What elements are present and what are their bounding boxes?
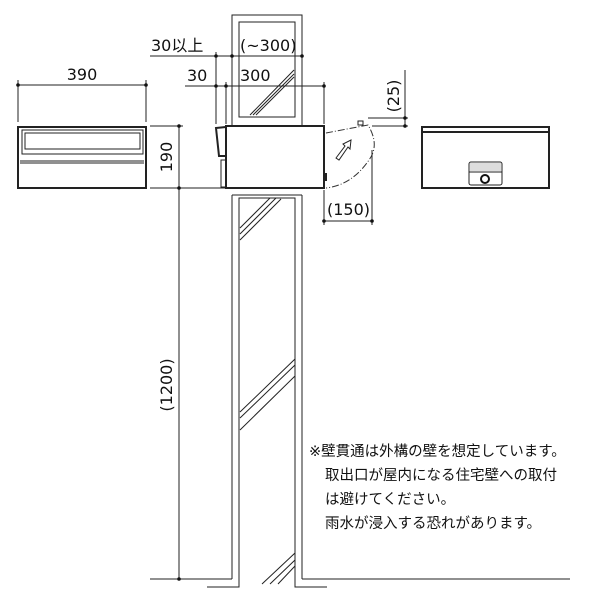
dim-30: 30 — [187, 66, 207, 85]
dim-150: (150) — [327, 200, 370, 219]
dim-width: 390 — [16, 65, 148, 122]
dim-190: 190 — [157, 142, 176, 173]
dim-30-min: 30以上 — [151, 36, 203, 55]
dim-height: 190 (1200) — [150, 124, 232, 581]
side-view — [214, 120, 375, 189]
back-view — [421, 126, 550, 189]
dim-390: 390 — [67, 65, 98, 84]
note-line: ※壁貫通は外構の壁を想定しています。 — [309, 444, 566, 460]
dim-300: 300 — [240, 66, 271, 85]
front-view — [17, 126, 147, 189]
dim-1200: (1200) — [157, 358, 176, 411]
dim-flap: (25) (150) — [322, 70, 408, 225]
wall-post — [207, 14, 570, 588]
note-line: 雨水が浸入する恐れがあります。 — [325, 516, 542, 532]
note-line: 取出口が屋内になる住宅壁への取付 — [325, 468, 557, 484]
note-line: は避けてください。 — [325, 492, 456, 508]
installation-note: ※壁貫通は外構の壁を想定しています。取出口が屋内になる住宅壁への取付は避けてくだ… — [309, 440, 566, 536]
dim-300-max: (~300) — [240, 36, 296, 55]
dim-wall: 30以上 (~300) 30 300 — [150, 36, 326, 124]
dim-25: (25) — [384, 80, 403, 113]
